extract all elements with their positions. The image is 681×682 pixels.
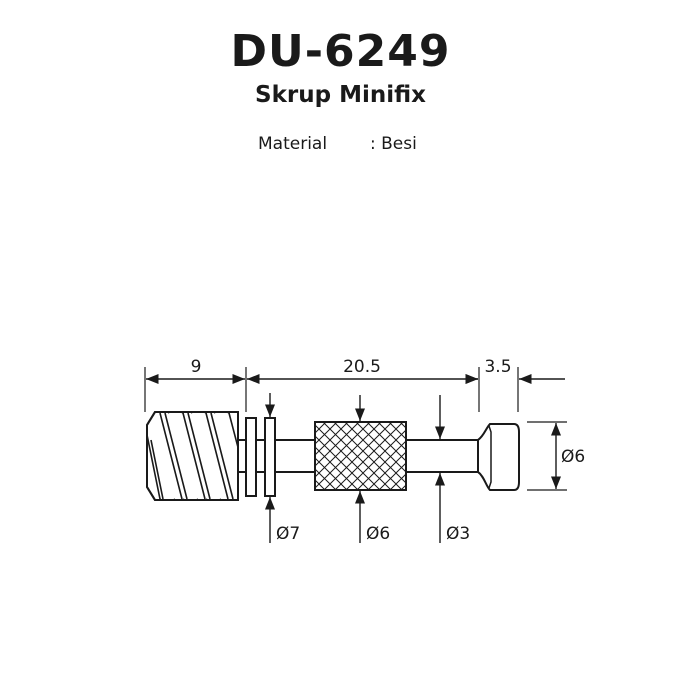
washer-2 (264, 417, 276, 497)
product-code: DU-6249 (230, 26, 451, 77)
knurl-section (314, 421, 407, 491)
dim-head-length: 3.5 (484, 357, 511, 377)
diameter-leaders (264, 393, 446, 543)
washer-1 (245, 417, 257, 497)
dim-head-diameter: Ø6 (561, 447, 585, 467)
screw-head (477, 423, 520, 491)
washer-gap (255, 439, 266, 473)
dim-knurl-diameter: Ø6 (366, 524, 390, 544)
thread-section (146, 411, 239, 501)
material-value: : Besi (370, 134, 417, 154)
dim-shaft-length: 20.5 (343, 357, 381, 377)
screw-body (146, 411, 520, 501)
product-name: Skrup Minifix (255, 82, 426, 108)
dim-thread-length: 9 (191, 357, 202, 377)
thread-neck (237, 439, 247, 473)
shaft-neck (405, 439, 479, 473)
dim-washer-diameter: Ø7 (276, 524, 300, 544)
shaft-front (274, 439, 316, 473)
dim-neck-diameter: Ø3 (446, 524, 470, 544)
material-label: Material (258, 134, 328, 154)
extension-lines (144, 367, 567, 491)
